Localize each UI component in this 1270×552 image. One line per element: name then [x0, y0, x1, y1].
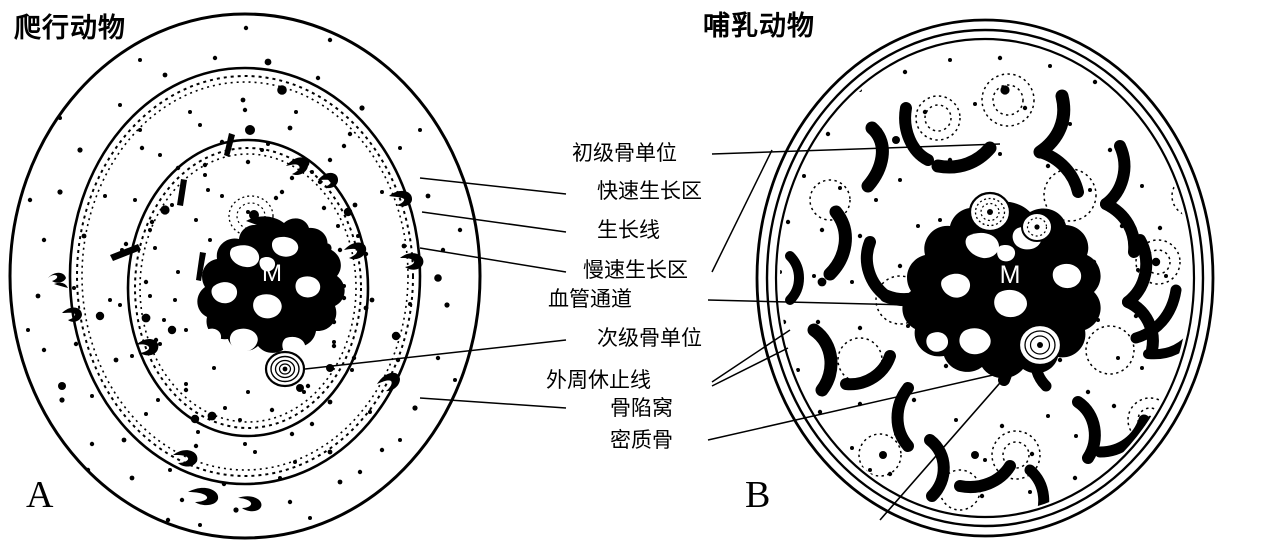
secondary-osteon-b-2 — [1021, 212, 1053, 242]
label-secondary-osteon: 次级骨单位 — [597, 326, 702, 350]
label-outer-rest-line: 外周休止线 — [546, 368, 651, 392]
panel-letter-a: A — [26, 474, 54, 516]
secondary-osteon-a — [264, 350, 306, 388]
panel-title-reptile: 爬行动物 — [14, 13, 126, 44]
label-vascular-canal: 血管通道 — [548, 287, 632, 311]
label-growth-line: 生长线 — [597, 218, 660, 242]
panel-letter-b: B — [745, 474, 771, 516]
panel-a-reptile: M — [8, 12, 482, 540]
panel-title-mammal: 哺乳动物 — [703, 11, 815, 42]
label-slow-growth-zone: 慢速生长区 — [583, 258, 688, 282]
medullary-cavity-a: M — [197, 216, 345, 388]
growth-line-outer — [68, 66, 422, 486]
secondary-osteon-b-1 — [968, 191, 1012, 233]
mid-stipple-field — [118, 107, 369, 464]
growth-line-inner — [126, 138, 370, 438]
label-bone-lacuna: 骨陷窝 — [610, 396, 673, 420]
medullary-label-a: M — [262, 260, 282, 287]
medullary-label-b: M — [1000, 261, 1021, 289]
secondary-osteon-b-3 — [1017, 323, 1063, 367]
label-primary-osteon: 初级骨单位 — [572, 141, 677, 165]
leader-lines — [304, 143, 1016, 441]
label-compact-bone: 密质骨 — [610, 428, 673, 452]
panel-b-mammal: M — [755, 18, 1215, 538]
label-fast-growth-zone: 快速生长区 — [597, 179, 702, 203]
compact-bone-sector — [879, 367, 1014, 521]
